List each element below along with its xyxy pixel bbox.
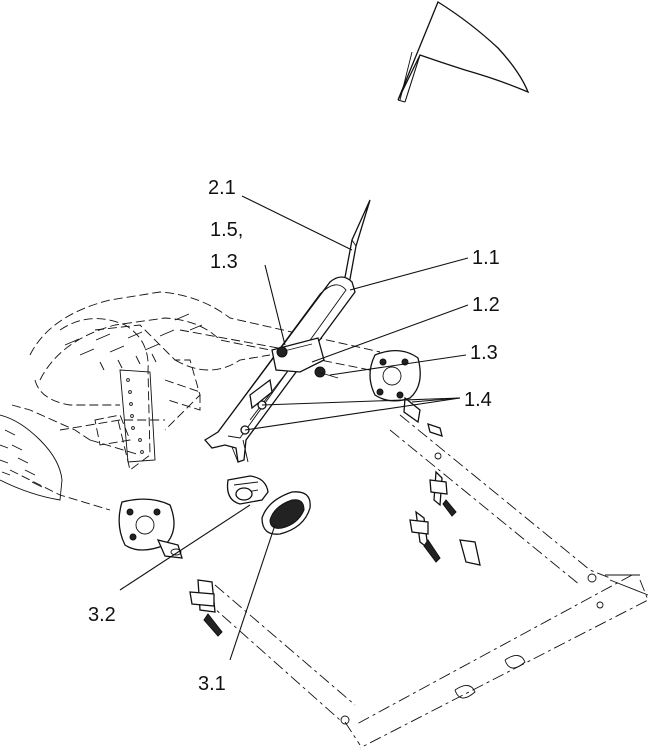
wheelchair-frame-dashed xyxy=(0,291,381,511)
holder-bracket xyxy=(204,199,371,535)
flag-detail xyxy=(397,1,530,103)
label-1-3: 1.3 xyxy=(470,342,498,364)
footrest-frame-dashed xyxy=(204,414,649,749)
label-3-2: 3.2 xyxy=(88,604,116,626)
label-3-1: 3.1 xyxy=(198,673,226,695)
leader-lines xyxy=(119,195,469,661)
left-hub-assembly xyxy=(118,498,183,559)
label-1-5-1-3: 1.3 xyxy=(210,251,238,273)
label-1-5: 1.5, xyxy=(210,219,243,241)
label-2-1: 2.1 xyxy=(208,177,236,199)
callout-labels: 2.1 1.5, 1.3 1.1 1.2 1.3 1.4 3.2 3.1 xyxy=(88,177,500,695)
footrest-clamps xyxy=(189,452,481,637)
label-1-1: 1.1 xyxy=(472,247,500,269)
label-1-2: 1.2 xyxy=(472,294,500,316)
label-1-4: 1.4 xyxy=(464,389,492,411)
